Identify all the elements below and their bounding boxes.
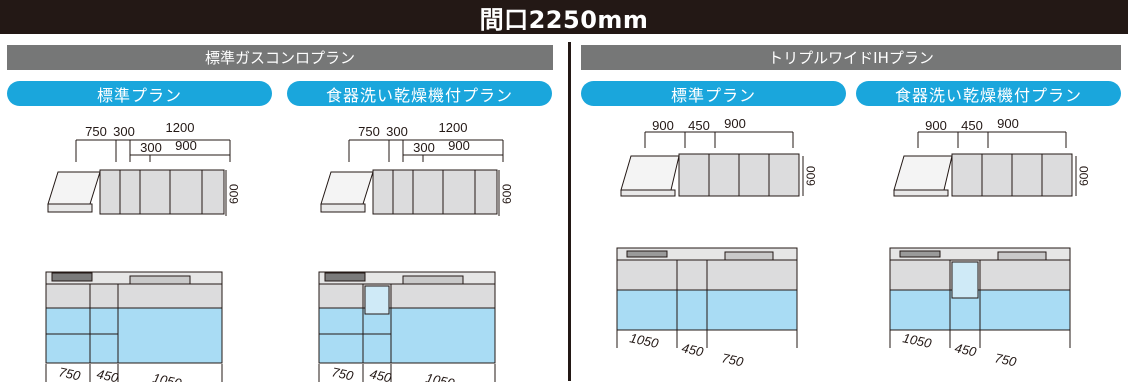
- upper-sub-width-label: 300: [140, 140, 162, 155]
- base-width-label: 450: [953, 340, 978, 359]
- base-cabinet: [889, 247, 1071, 331]
- kitchen-drawing-ih-dishwasher: 900 450 900 600 1050 450 750: [889, 116, 1091, 370]
- base-width-label: 750: [720, 350, 745, 369]
- upper-height-label: 600: [227, 184, 241, 204]
- base-width-label: 1050: [901, 330, 933, 351]
- base-width-label: 450: [680, 340, 705, 359]
- upper-height-label: 600: [500, 184, 514, 204]
- upper-dimension-lines: [75, 139, 231, 216]
- base-dimension-lines: [616, 330, 798, 348]
- base-width-label: 750: [330, 364, 355, 382]
- plan-tab-ih-standard[interactable]: 標準プラン: [581, 81, 846, 106]
- upper-cabinet: [47, 169, 225, 215]
- page-title: 間口2250mm: [0, 0, 1128, 34]
- upper-width-label: 900: [652, 118, 674, 133]
- dishwasher-panel: [364, 285, 390, 315]
- upper-cabinet: [893, 153, 1073, 197]
- upper-sub-width-label: 900: [448, 138, 470, 153]
- base-dimension-lines: [45, 364, 223, 382]
- upper-width-label: 450: [961, 118, 983, 133]
- base-cabinet: [318, 271, 496, 364]
- base-width-label: 1050: [628, 330, 660, 351]
- upper-dimension-lines: [917, 131, 1077, 196]
- base-width-label: 450: [95, 366, 120, 382]
- base-width-label: 1050: [424, 370, 456, 382]
- upper-width-label: 300: [113, 124, 135, 139]
- plan-tab-ih-dishwasher[interactable]: 食器洗い乾燥機付プラン: [856, 81, 1121, 106]
- dishwasher-panel: [951, 261, 979, 299]
- base-cabinet: [45, 271, 223, 364]
- base-width-label: 750: [57, 364, 82, 382]
- upper-dimension-lines: [644, 131, 804, 196]
- upper-cabinet: [320, 169, 498, 215]
- upper-width-label: 750: [358, 124, 380, 139]
- upper-sub-width-label: 300: [413, 140, 435, 155]
- section-divider: [568, 42, 571, 381]
- section-header-ih: トリプルワイドIHプラン: [581, 45, 1121, 70]
- plan-tab-gas-dishwasher[interactable]: 食器洗い乾燥機付プラン: [287, 81, 552, 106]
- upper-width-label: 1200: [166, 120, 195, 135]
- kitchen-drawing-gas-dishwasher: 750 300 1200 300 900 600 750 450 1050: [318, 120, 514, 382]
- upper-sub-width-label: 900: [175, 138, 197, 153]
- upper-cabinet: [620, 153, 800, 197]
- base-cabinet: [616, 247, 798, 331]
- base-width-label: 450: [368, 366, 393, 382]
- upper-width-label: 300: [386, 124, 408, 139]
- upper-height-label: 600: [804, 166, 818, 186]
- base-width-label: 750: [993, 350, 1018, 369]
- section-header-gas: 標準ガスコンロプラン: [7, 45, 553, 70]
- upper-width-label: 900: [997, 116, 1019, 131]
- plan-tab-gas-standard[interactable]: 標準プラン: [7, 81, 272, 106]
- upper-height-label: 600: [1077, 166, 1091, 186]
- upper-width-label: 900: [925, 118, 947, 133]
- upper-width-label: 900: [724, 116, 746, 131]
- upper-width-label: 450: [688, 118, 710, 133]
- base-dimension-lines: [318, 364, 496, 382]
- base-width-label: 1050: [151, 370, 183, 382]
- upper-width-label: 1200: [439, 120, 468, 135]
- kitchen-drawing-ih-standard: 900 450 900 600 1050 450 750: [616, 116, 818, 370]
- upper-dimension-lines: [348, 139, 504, 216]
- kitchen-drawing-gas-standard: 750 300 1200 300 900 600 750 450 1050: [45, 120, 241, 382]
- upper-width-label: 750: [85, 124, 107, 139]
- base-dimension-lines: [889, 330, 1071, 348]
